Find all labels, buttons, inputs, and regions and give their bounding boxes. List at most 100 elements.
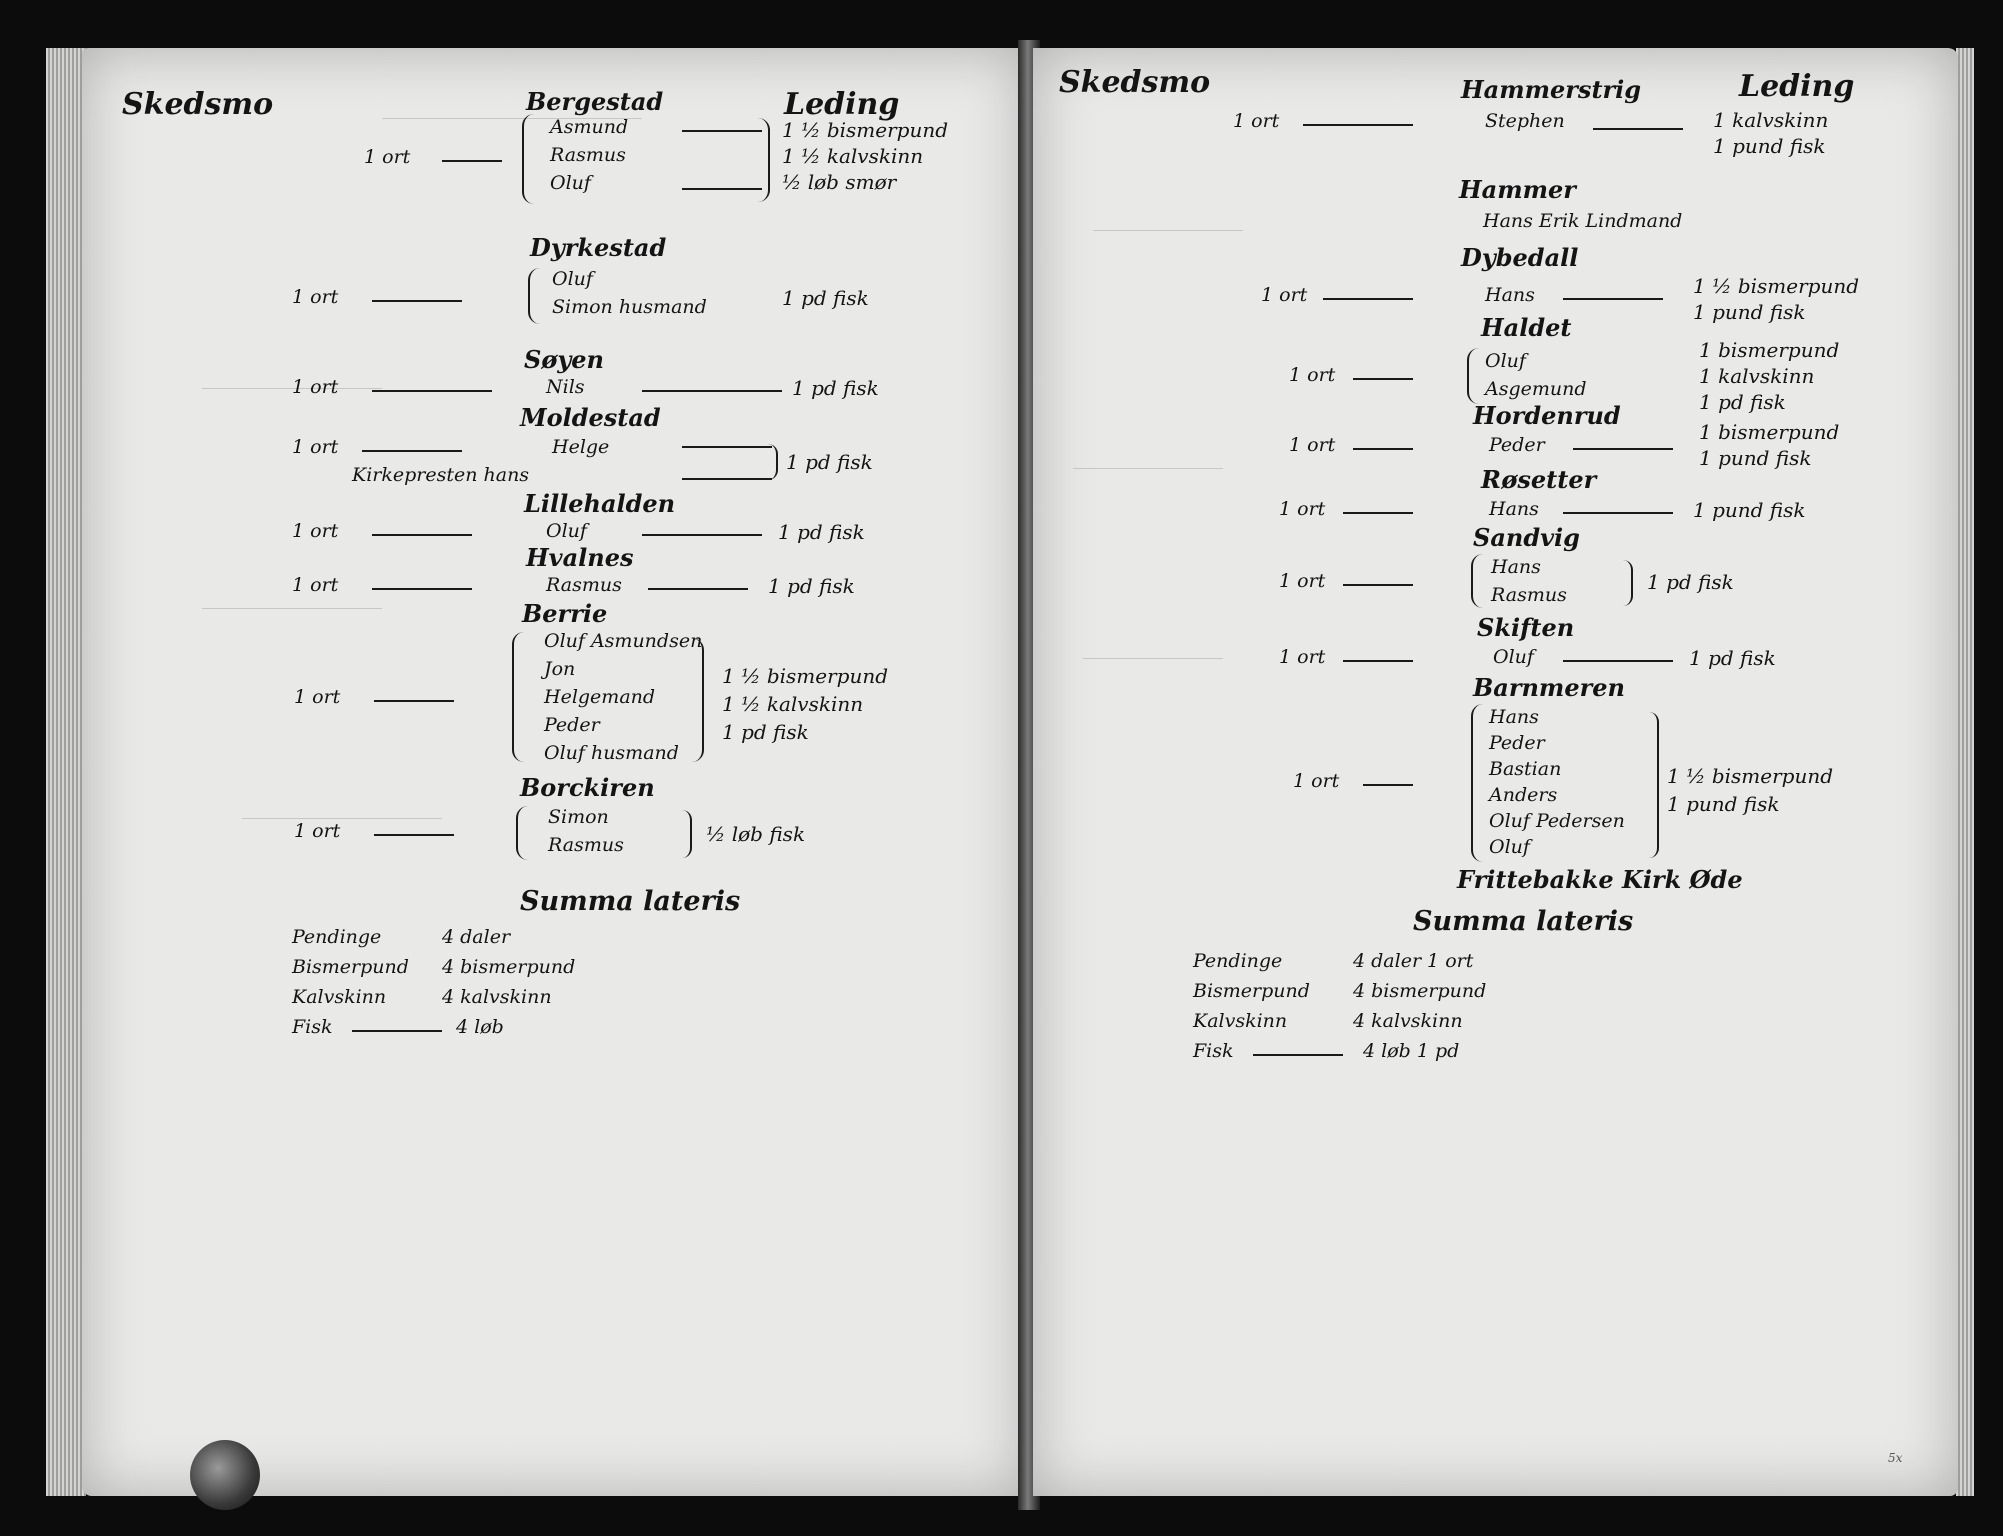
tenant-label: 1 ort: [294, 686, 341, 708]
tenant-name: Jon: [544, 658, 576, 680]
tenant-label: 1 ort: [1289, 364, 1336, 386]
connector-line: [1323, 298, 1413, 300]
column-header: Leding: [1739, 69, 1855, 104]
connector-line: [1303, 124, 1413, 126]
brace: [682, 810, 692, 858]
connector-line: [1343, 512, 1413, 514]
tenant-label: 1 ort: [292, 574, 339, 596]
tenant-name: Hans: [1491, 556, 1541, 578]
connector-line: [1353, 448, 1413, 450]
connector-line: [682, 130, 762, 132]
tenant-name: Oluf: [1485, 350, 1526, 372]
tenant-name: Asgemund: [1485, 378, 1587, 400]
connector-line: [372, 534, 472, 536]
summary-label: Bismerpund: [1193, 980, 1310, 1002]
tax-entry: 1 ½ kalvskinn: [722, 692, 864, 716]
tax-entry: 1 ½ bismerpund: [722, 664, 889, 688]
bleed-through: [382, 118, 642, 119]
tax-entry: 1 pund fisk: [1713, 134, 1826, 158]
right-page: Skedsmo Leding Hammerstrig Stephen 1 ort…: [1033, 48, 1958, 1496]
summary-value: 4 bismerpund: [442, 956, 576, 978]
tenant-name: Oluf: [1493, 646, 1534, 668]
tenant-name: Oluf: [1489, 836, 1530, 858]
tax-entry: 1 pund fisk: [1693, 498, 1806, 522]
tenant-name: Hans: [1489, 706, 1539, 728]
tenant-name: Anders: [1489, 784, 1558, 806]
tax-entry: 1 bismerpund: [1699, 338, 1840, 362]
summary-label: Pendinge: [292, 926, 382, 948]
connector-line: [1573, 448, 1673, 450]
tax-entry: 1 pd fisk: [722, 720, 809, 744]
farm-name: Berrie: [522, 599, 608, 628]
tax-entry: ½ løb fisk: [706, 822, 806, 846]
tenant-label: 1 ort: [1279, 570, 1326, 592]
note-entry: Frittebakke Kirk Øde: [1457, 865, 1743, 894]
farm-name: Dybedall: [1461, 243, 1579, 272]
binding-clasp: [190, 1440, 260, 1510]
farm-name: Sandvig: [1473, 523, 1580, 552]
tax-entry: 1 bismerpund: [1699, 420, 1840, 444]
tenant-name: Oluf: [552, 268, 593, 290]
summary-value: 4 kalvskinn: [1353, 1010, 1463, 1032]
tenant-name: Hans: [1485, 284, 1535, 306]
tenant-name: Bastian: [1489, 758, 1562, 780]
connector-line: [682, 478, 772, 480]
brace: [758, 118, 770, 202]
summary-value: 4 daler 1 ort: [1353, 950, 1474, 972]
tenant-label: 1 ort: [292, 436, 339, 458]
farm-name: Bergestad: [526, 87, 664, 116]
tax-entry: 1 pd fisk: [792, 376, 879, 400]
tenant-name: Nils: [546, 376, 585, 398]
connector-line: [1563, 512, 1673, 514]
connector-line: [1253, 1054, 1343, 1056]
connector-line: [1353, 378, 1413, 380]
tenant-label: 1 ort: [292, 376, 339, 398]
tax-entry: 1 pd fisk: [778, 520, 865, 544]
tenant-label: 1 ort: [1279, 646, 1326, 668]
tenant-name: Oluf Pedersen: [1489, 810, 1625, 832]
connector-line: [1343, 584, 1413, 586]
summary-heading: Summa lateris: [520, 886, 741, 917]
connector-line: [374, 834, 454, 836]
farm-name: Borckiren: [520, 773, 655, 802]
tax-entry: 1 kalvskinn: [1699, 364, 1815, 388]
summary-label: Fisk: [292, 1016, 333, 1038]
tax-entry: 1 kalvskinn: [1713, 108, 1829, 132]
farm-name: Hvalnes: [526, 543, 634, 572]
tenant-name: Rasmus: [548, 834, 624, 856]
connector-line: [1593, 128, 1683, 130]
tenant-name: Peder: [1489, 732, 1545, 754]
connector-line: [372, 588, 472, 590]
summary-label: Kalvskinn: [292, 986, 387, 1008]
connector-line: [642, 390, 782, 392]
brace: [1623, 560, 1633, 606]
right-page-edges: [1956, 48, 1974, 1496]
tenant-label: 1 ort: [292, 286, 339, 308]
farm-name: Hammer: [1459, 175, 1576, 204]
parish-heading: Skedsmo: [1059, 65, 1211, 100]
brace: [1471, 704, 1483, 862]
connector-line: [1363, 784, 1413, 786]
tenant-label: 1 ort: [1261, 284, 1308, 306]
summary-value: 4 løb: [456, 1016, 504, 1038]
tenant-label: 1 ort: [1279, 498, 1326, 520]
brace: [1471, 554, 1483, 608]
connector-line: [1343, 660, 1413, 662]
tax-entry: 1 pund fisk: [1667, 792, 1780, 816]
tenant-name: Oluf husmand: [544, 742, 679, 764]
farm-name: Søyen: [524, 345, 605, 374]
connector-line: [642, 534, 762, 536]
tenant-name: Asmund: [550, 116, 629, 138]
connector-line: [648, 588, 748, 590]
brace: [1467, 348, 1479, 404]
tax-entry: 1 pd fisk: [1699, 390, 1786, 414]
farm-name: Moldestad: [520, 403, 661, 432]
summary-value: 4 daler: [442, 926, 511, 948]
summary-label: Kalvskinn: [1193, 1010, 1288, 1032]
farm-name: Røsetter: [1481, 465, 1597, 494]
tax-entry: 1 ½ bismerpund: [1667, 764, 1834, 788]
summary-value: 4 løb 1 pd: [1363, 1040, 1460, 1062]
tenant-label: 1 ort: [364, 146, 411, 168]
brace: [692, 638, 704, 762]
